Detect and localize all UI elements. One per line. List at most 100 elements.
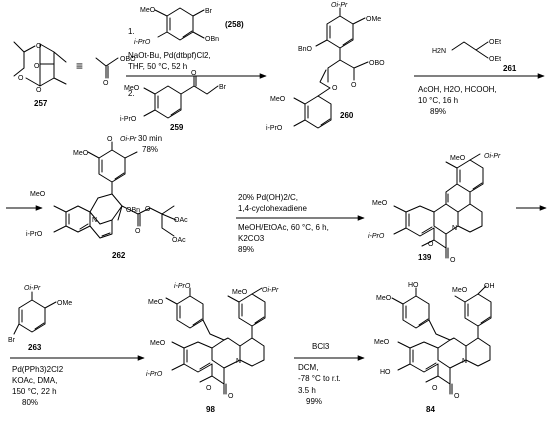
label-ipro-258: i-PrO xyxy=(134,39,151,46)
label-oipr-262: Oi-Pr xyxy=(120,136,137,143)
step4-conditions-b: KOAc, DMA, xyxy=(12,376,57,385)
atom-o-84-ring: O xyxy=(432,385,438,392)
step3-conditions-a: 20% Pd(OH)2/C, xyxy=(238,193,298,202)
label-h2n-261: H2N xyxy=(432,48,446,55)
step5-conditions-d: 3.5 h xyxy=(298,386,316,395)
compound-263-structure xyxy=(13,291,57,335)
step2-conditions-b: 10 °C, 16 h xyxy=(418,96,458,105)
compound-262-label: 262 xyxy=(112,251,126,260)
atom-n-84: N xyxy=(462,358,467,365)
step3-conditions-b: 1,4-cyclohexadiene xyxy=(238,204,307,213)
label-obo-260: OBO xyxy=(369,60,385,67)
step2-yield: 89% xyxy=(430,107,446,116)
step5-yield: 99% xyxy=(306,397,322,406)
atom-o-262-ester: O xyxy=(145,206,151,213)
label-oipr-139: Oi-Pr xyxy=(484,153,501,160)
label-oac-262a: OAc xyxy=(174,217,188,224)
step1-time: 30 min xyxy=(138,134,162,143)
atom-o-84-carbonyl: O xyxy=(454,393,460,400)
step4-yield: 80% xyxy=(22,398,38,407)
compound-263-label: 263 xyxy=(28,343,42,352)
label-ipro-260: i-PrO xyxy=(266,125,283,132)
step4-conditions-a: Pd(PPh3)2Cl2 xyxy=(12,365,64,374)
atom-o-98-carbonyl: O xyxy=(228,393,234,400)
label-meo-262: MeO xyxy=(73,150,89,157)
compound-259-label: 259 xyxy=(170,123,184,132)
label-meo-139: MeO xyxy=(450,155,466,162)
label-meo-98: MeO xyxy=(232,289,248,296)
label-ho-84-top: HO xyxy=(408,282,419,289)
atom-o-260b: O xyxy=(332,85,338,92)
compound-262-structure xyxy=(53,141,177,239)
atom-o-260a: O xyxy=(351,82,357,89)
label-meo-84-aryl: MeO xyxy=(376,295,392,302)
label-oet-261b: OEt xyxy=(489,56,501,63)
compound-261-structure xyxy=(451,41,489,59)
label-meo-139b: MeO xyxy=(372,200,388,207)
label-meo-262b: MeO xyxy=(30,191,46,198)
atom-o-262-top: O xyxy=(107,136,113,143)
label-oet-261a: OEt xyxy=(489,39,501,46)
label-ipro-262: i-PrO xyxy=(26,231,43,238)
atom-o-259: O xyxy=(191,70,197,77)
atom-n-139: N xyxy=(452,225,457,232)
label-meo-259: MeO xyxy=(124,85,140,92)
label-ome-263: OMe xyxy=(57,300,72,307)
step1-number-2: 2. xyxy=(128,89,135,98)
atom-o-257c: O xyxy=(34,63,40,70)
label-br-259: Br xyxy=(219,84,227,91)
label-ho-84: HO xyxy=(380,369,391,376)
label-obn-258: OBn xyxy=(205,36,219,43)
atom-n-98: N xyxy=(236,358,241,365)
label-meo-84b: MeO xyxy=(374,339,390,346)
step4-conditions-c: 150 °C, 22 h xyxy=(12,387,57,396)
atom-o-262-carbonyl: O xyxy=(135,228,141,235)
atom-o-139-carbonyl: O xyxy=(450,257,456,264)
atom-o-98-ring: O xyxy=(206,385,212,392)
step5-conditions-a: BCl3 xyxy=(312,342,330,351)
label-ipro-98-top: i-PrO xyxy=(174,283,191,290)
label-oipr-98: Oi-Pr xyxy=(262,287,279,294)
label-meo-260: MeO xyxy=(270,96,286,103)
compound-260-structure xyxy=(293,7,369,129)
label-bno-260: BnO xyxy=(298,46,313,53)
label-ome-260: OMe xyxy=(366,16,381,23)
atom-o-257a: O xyxy=(18,75,24,82)
compound-84-label: 84 xyxy=(426,405,435,414)
step5-conditions-c: -78 °C to r.t. xyxy=(298,374,341,383)
equivalence-symbol: ≡ xyxy=(76,59,83,73)
obo-fragment-structure xyxy=(95,57,119,79)
step1-conditions-b: THF, 50 °C, 52 h xyxy=(128,62,187,71)
atom-o-257b: O xyxy=(36,43,42,50)
compound-260-label: 260 xyxy=(340,111,354,120)
compound-259-structure xyxy=(143,75,219,119)
label-ipro-98: i-PrO xyxy=(146,371,163,378)
label-ipro-139: i-PrO xyxy=(368,233,385,240)
label-obo-fragment: OBO xyxy=(120,56,136,63)
step3-yield: 89% xyxy=(238,245,254,254)
atom-o-257d: O xyxy=(36,87,42,94)
label-obn-262: OBn xyxy=(126,207,140,214)
step1-yield: 78% xyxy=(142,145,158,154)
label-meo-98b: MeO xyxy=(150,340,166,347)
compound-98-label: 98 xyxy=(206,405,215,414)
label-meo-258: MeO xyxy=(140,7,156,14)
compound-261-label: 261 xyxy=(503,64,517,73)
label-oac-262b: OAc xyxy=(172,237,186,244)
label-br-258: Br xyxy=(205,8,213,15)
label-oipr-260: Oi-Pr xyxy=(331,2,348,9)
compound-257-structure xyxy=(13,41,67,87)
step5-conditions-b: DCM, xyxy=(298,363,318,372)
label-meo-98-aryl: MeO xyxy=(148,299,164,306)
compound-139-label: 139 xyxy=(418,253,432,262)
compound-98-structure xyxy=(165,287,266,395)
step3-conditions-d: K2CO3 xyxy=(238,234,265,243)
atom-o-obo: O xyxy=(103,80,109,87)
step2-conditions-a: AcOH, H2O, HCOOH, xyxy=(418,85,497,94)
compound-139-structure xyxy=(393,153,484,259)
label-oipr-263: Oi-Pr xyxy=(24,285,41,292)
step1-conditions-a: NaOt-Bu, Pd(dtbpf)Cl2, xyxy=(128,51,211,60)
label-br-263: Br xyxy=(8,337,16,344)
compound-258-label: (258) xyxy=(225,20,244,29)
